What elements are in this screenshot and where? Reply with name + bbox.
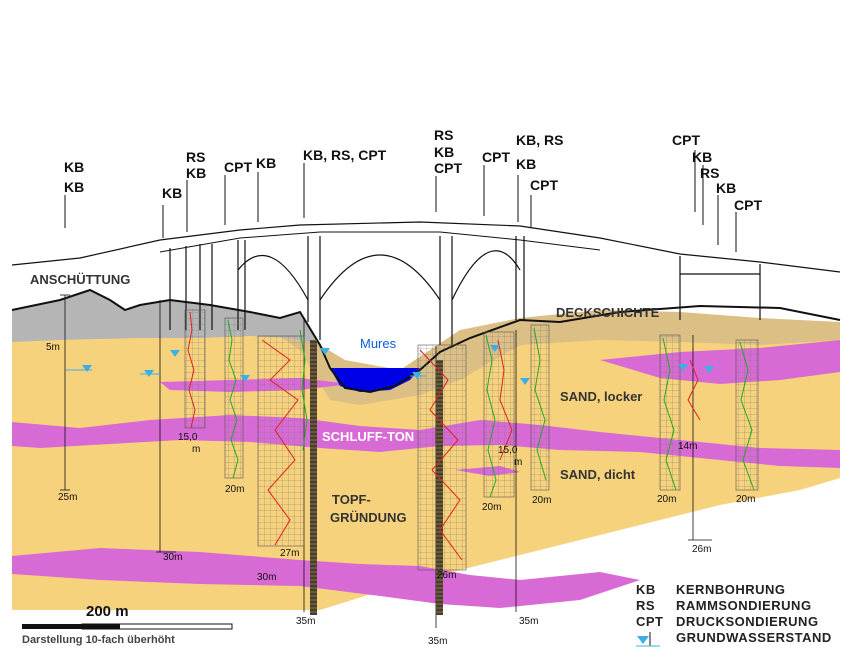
cpt-column-7 — [659, 334, 681, 491]
bh-label-7: KB — [256, 155, 276, 171]
legend: KB KERNBOHRUNG RS RAMMSONDIERUNG CPT DRU… — [636, 582, 832, 647]
depth-label: 35m — [428, 636, 447, 647]
label-topf-1: TOPF- — [332, 492, 371, 507]
label-topf-2: GRÜNDUNG — [330, 510, 407, 525]
groundwater-markers — [82, 345, 714, 385]
bh-label-2: KB — [64, 179, 84, 195]
groundwater-legend-icon — [637, 636, 649, 644]
bh-label-11: CPT — [434, 160, 462, 176]
legend-text: DRUCKSONDIERUNG — [676, 614, 819, 629]
bh-label-4: KB — [186, 165, 206, 181]
bh-label-15: CPT — [530, 177, 558, 193]
legend-text: GRUNDWASSERSTAND — [676, 630, 832, 645]
depth-label: 30m — [163, 552, 182, 563]
clay-layer-lower — [12, 548, 640, 608]
bh-label-12: CPT — [482, 149, 510, 165]
legend-text: KERNBOHRUNG — [676, 582, 786, 597]
cpt-column-3 — [257, 335, 305, 547]
depth-label: 26m — [692, 544, 711, 555]
depth-label: 30m — [257, 572, 276, 583]
bh-label-16: CPT — [672, 132, 700, 148]
river-water — [330, 368, 420, 392]
bh-label-10: KB — [434, 144, 454, 160]
label-deckschichte: DECKSCHICHTE — [556, 305, 660, 320]
depth-label: 20m — [225, 484, 244, 495]
legend-abbr: CPT — [636, 614, 664, 629]
bh-label-6: CPT — [224, 159, 252, 175]
depth-label: 27m — [280, 548, 299, 559]
bh-label-13: KB, RS — [516, 132, 563, 148]
cpt-column-5 — [483, 331, 515, 498]
borehole-markers — [64, 150, 737, 252]
depth-label: m — [514, 457, 522, 468]
scale-note: Darstellung 10-fach überhöht — [22, 634, 175, 646]
pile-foundation-right — [436, 360, 443, 615]
depth-label: 5m — [46, 342, 60, 353]
depth-label: 25m — [58, 492, 77, 503]
label-sand-locker: SAND, locker — [560, 389, 642, 404]
depth-label: 15,0 — [178, 432, 198, 443]
legend-abbr: RS — [636, 598, 655, 613]
terrain-line — [11, 288, 841, 394]
bh-label-18: RS — [700, 165, 719, 181]
depth-label: 15,0 — [498, 445, 518, 456]
cpt-column-2 — [224, 317, 244, 479]
depth-label: 20m — [736, 494, 755, 505]
depth-label: m — [192, 444, 200, 455]
cpt-traces — [187, 311, 755, 561]
bh-label-9: RS — [434, 127, 453, 143]
bh-label-8: KB, RS, CPT — [303, 147, 387, 163]
label-anschuettung: ANSCHÜTTUNG — [30, 272, 130, 287]
depth-label: 35m — [296, 616, 315, 627]
bh-label-1: KB — [64, 159, 84, 175]
road-bottom — [159, 231, 601, 253]
depth-label: 20m — [482, 502, 501, 513]
bh-label-17: KB — [692, 149, 712, 165]
depth-label: 14m — [678, 441, 697, 452]
cover-layer — [270, 310, 840, 405]
legend-text: RAMMSONDIERUNG — [676, 598, 812, 613]
cpt-column-6 — [530, 324, 550, 491]
scale-bar: 200 m Darstellung 10-fach überhöht — [22, 603, 233, 646]
bh-label-19: KB — [716, 180, 736, 196]
scale-value: 200 m — [86, 603, 129, 620]
bh-label-5: KB — [162, 185, 182, 201]
label-schluff-ton: SCHLUFF-TON — [322, 429, 414, 444]
label-sand-dicht: SAND, dicht — [560, 467, 636, 482]
depth-label: 35m — [519, 616, 538, 627]
road-top — [11, 221, 841, 273]
depth-label: 20m — [657, 494, 676, 505]
bh-label-14: KB — [516, 156, 536, 172]
legend-abbr: KB — [636, 582, 656, 597]
depth-label: 26m — [437, 570, 456, 581]
label-mures: Mures — [360, 336, 397, 351]
bh-label-3: RS — [186, 149, 205, 165]
bh-label-20: CPT — [734, 197, 762, 213]
depth-label: 20m — [532, 495, 551, 506]
pile-foundation-left — [310, 340, 317, 615]
